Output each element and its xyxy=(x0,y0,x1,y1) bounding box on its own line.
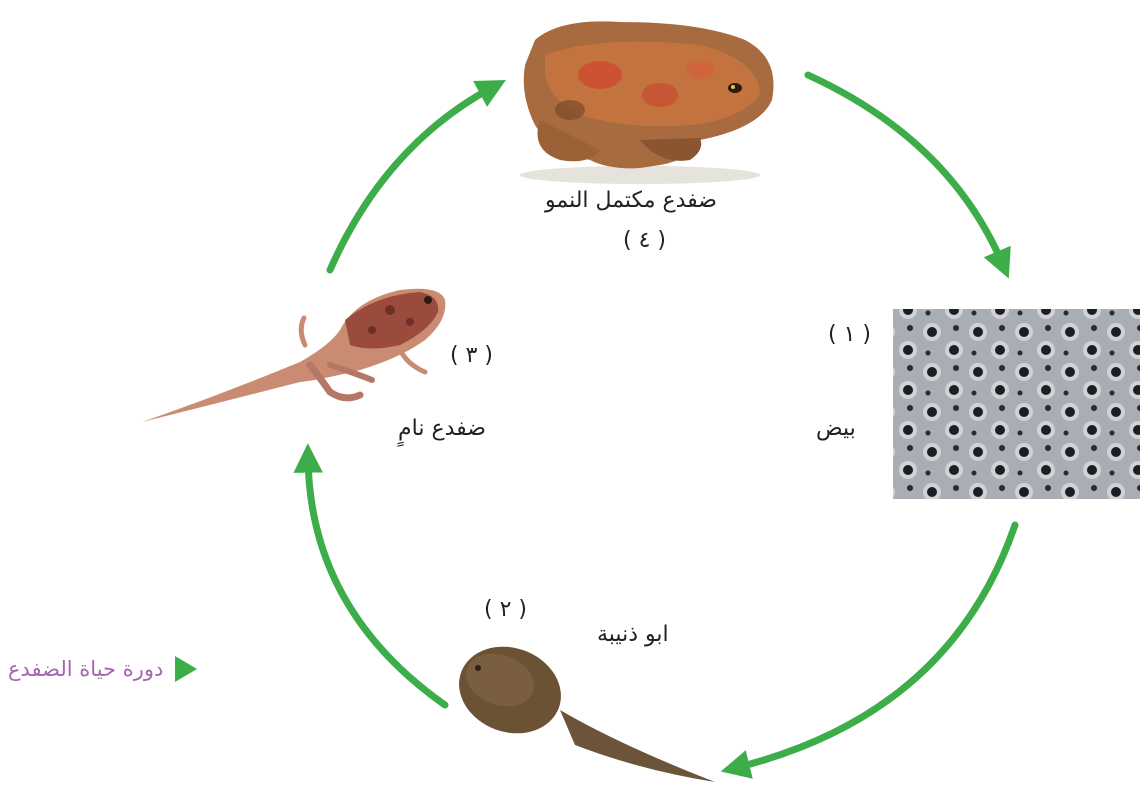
adult-frog-label: ضفدع مكتمل النمو xyxy=(545,188,717,213)
eggs-number: ( ١ ) xyxy=(828,322,871,347)
arrow-adult-to-eggs xyxy=(808,75,1003,265)
tadpole-number: ( ٢ ) xyxy=(484,597,527,622)
froglet-image xyxy=(142,289,445,422)
caption-text: دورة حياة الضفدع xyxy=(8,657,163,681)
diagram-caption: دورة حياة الضفدع xyxy=(8,656,197,682)
tadpole-label: ابو ذنيبة xyxy=(597,622,669,647)
arrow-froglet-to-adult xyxy=(330,87,493,270)
arrow-tadpole-to-froglet xyxy=(308,458,445,705)
triangle-right-icon xyxy=(175,656,197,682)
adult-frog-number: ( ٤ ) xyxy=(623,228,666,253)
tadpole-image xyxy=(447,633,715,782)
arrow-eggs-to-tadpole xyxy=(735,525,1015,768)
froglet-label: ضفدع نامٍ xyxy=(398,416,486,441)
adult-frog-image xyxy=(520,21,773,184)
froglet-number: ( ٣ ) xyxy=(450,343,493,368)
eggs-label: بيض xyxy=(816,416,856,441)
frog-eggs-image xyxy=(893,309,1140,499)
